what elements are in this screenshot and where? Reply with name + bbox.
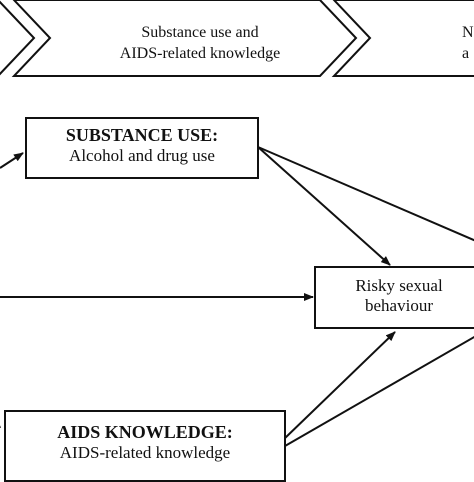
substance-use-box: SUBSTANCE USE: Alcohol and drug use: [25, 117, 259, 179]
arrow-substance-to-right: [257, 146, 474, 242]
stage-label-right-line2: a: [462, 45, 470, 62]
substance-use-heading: SUBSTANCE USE:: [65, 125, 219, 145]
risky-behaviour-box: Risky sexual behaviour: [314, 266, 474, 329]
substance-use-body: Alcohol and drug use: [69, 146, 215, 165]
arrow-substance-to-risky: [257, 146, 391, 266]
aids-knowledge-body: AIDS-related knowledge: [59, 443, 231, 462]
aids-knowledge-heading: AIDS KNOWLEDGE:: [57, 422, 233, 442]
stage-label-right-line1: N: [462, 24, 474, 41]
stage-label-right: N a: [462, 22, 474, 64]
stage-chevron-middle: [11, 0, 358, 77]
aids-knowledge-box: AIDS KNOWLEDGE: AIDS-related knowledge: [4, 410, 286, 482]
arrow-knowledge-to-risky: [282, 331, 396, 441]
arrow-knowledge-to-right: [284, 335, 474, 447]
risky-behaviour-line1: Risky sexual: [355, 276, 443, 295]
stage-chevron-left: [0, 0, 36, 76]
stage-chevron-right: [331, 0, 474, 77]
stage-label-middle-line1: Substance use and: [141, 24, 259, 41]
stage-label-middle: Substance use and AIDS-related knowledge: [60, 22, 340, 64]
stage-label-middle-line2: AIDS-related knowledge: [119, 45, 281, 62]
risky-behaviour-line2: behaviour: [365, 296, 433, 315]
arrow-into-substance-use: [0, 152, 24, 169]
